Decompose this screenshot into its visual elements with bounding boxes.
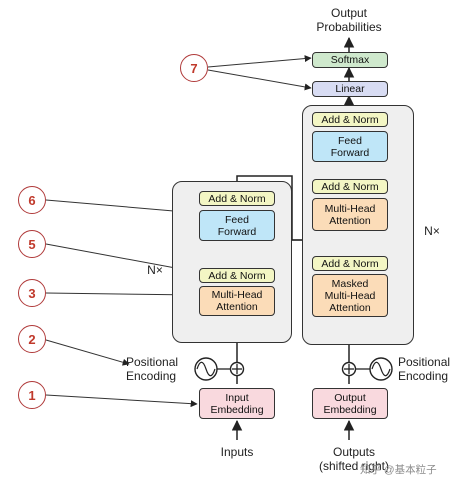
encoder-add-norm-top: Add & Norm: [199, 191, 275, 206]
decoder-add-norm-middle: Add & Norm: [312, 179, 388, 194]
pointer-3: [45, 291, 198, 299]
pointer-6: [45, 199, 198, 216]
decoder-repeat-label: N×: [424, 224, 440, 238]
decoder-add-norm-top: Add & Norm: [312, 112, 388, 127]
encoder-stack: [172, 181, 292, 343]
pointer-7-softmax: [207, 55, 312, 68]
pointer-5: [45, 243, 198, 275]
outputs-shifted-right-label: Outputs (shifted right): [318, 445, 390, 473]
pointer-1: [45, 394, 198, 408]
encoder-repeat-label: N×: [147, 263, 163, 277]
input-embedding-block: Input Embedding: [199, 388, 275, 419]
dec-plus-icon: [341, 361, 357, 377]
annotation-badge-2: 2: [18, 325, 46, 353]
decoder-masked-multi-head-attention: Masked Multi-Head Attention: [312, 274, 388, 317]
linear-block: Linear: [312, 81, 388, 97]
annotation-badge-1: 1: [18, 381, 46, 409]
decoder-feed-forward: Feed Forward: [312, 131, 388, 162]
annotation-badge-5: 5: [18, 230, 46, 258]
encoder-add-norm-bottom: Add & Norm: [199, 268, 275, 283]
annotation-badge-6: 6: [18, 186, 46, 214]
enc-plus-icon: [229, 361, 245, 377]
output-probabilities-label: Output Probabilities: [316, 6, 382, 34]
pointer-2: [45, 339, 130, 366]
enc-sine-icon: [194, 357, 230, 381]
output-embedding-block: Output Embedding: [312, 388, 388, 419]
decoder-add-norm-bottom: Add & Norm: [312, 256, 388, 271]
annotation-badge-3: 3: [18, 279, 46, 307]
annotation-badge-7: 7: [180, 54, 208, 82]
pointer-7-linear: [207, 69, 312, 91]
encoder-positional-encoding-label: Positional Encoding: [126, 355, 179, 383]
decoder-multi-head-attention: Multi-Head Attention: [312, 198, 388, 231]
inputs-label: Inputs: [220, 445, 254, 459]
dec-sine-icon: [356, 357, 393, 381]
watermark: 知乎 @基本粒子: [360, 464, 437, 476]
decoder-positional-encoding-label: Positional Encoding: [398, 355, 451, 383]
encoder-feed-forward: Feed Forward: [199, 210, 275, 241]
softmax-block: Softmax: [312, 52, 388, 68]
encoder-multi-head-attention: Multi-Head Attention: [199, 286, 275, 316]
